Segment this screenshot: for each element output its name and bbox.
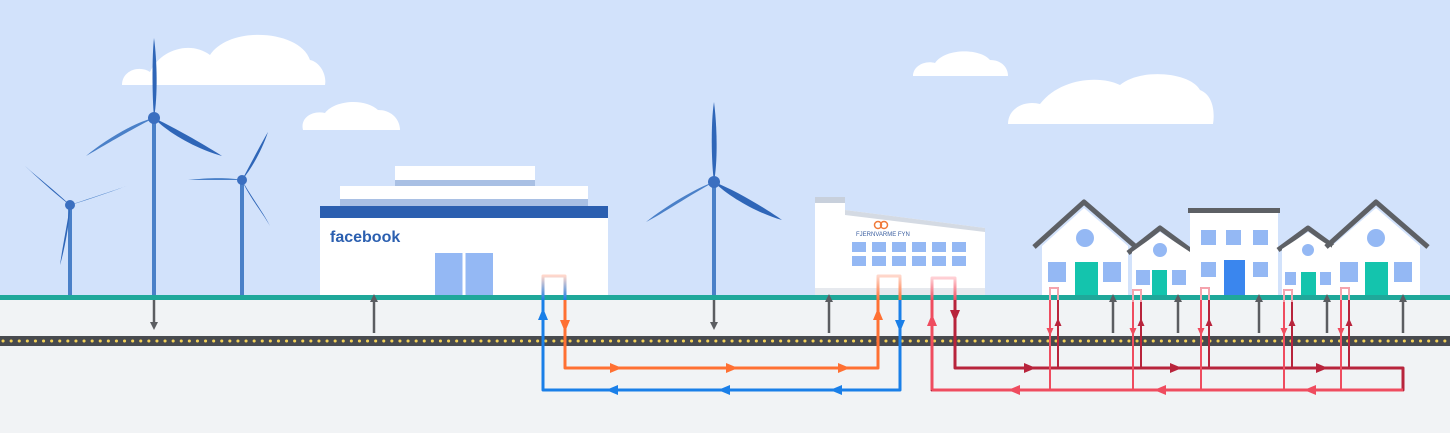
excess-heat-loop xyxy=(538,274,905,395)
house-branch-4 xyxy=(1280,289,1296,390)
facebook-datacenter: facebook xyxy=(320,166,608,297)
wind-turbine-2 xyxy=(86,38,222,297)
ground xyxy=(0,297,1450,433)
house-3 xyxy=(1188,208,1280,297)
house-5 xyxy=(1324,199,1430,297)
cloud-3 xyxy=(913,51,1008,76)
cloud-1 xyxy=(122,34,326,85)
power-cable xyxy=(0,336,1450,346)
houses xyxy=(1032,199,1430,297)
fjernvarme-logo-icon xyxy=(873,220,889,230)
plant-windows xyxy=(852,242,966,266)
ground-line xyxy=(0,295,1450,300)
house-4 xyxy=(1276,225,1340,297)
district-heating-loop xyxy=(927,276,1405,395)
wind-turbine-3 xyxy=(188,132,270,297)
fjernvarme-label: FJERNVARME FYN xyxy=(856,232,910,238)
wind-turbine-1 xyxy=(25,166,127,297)
facebook-logo: facebook xyxy=(330,229,400,246)
wind-turbine-4 xyxy=(646,102,782,297)
house-branch-1 xyxy=(1046,287,1062,390)
cloud-2 xyxy=(302,102,400,130)
power-arrows xyxy=(150,294,1407,333)
house-1 xyxy=(1032,199,1138,297)
house-branch-3 xyxy=(1197,287,1213,390)
house-branch-5 xyxy=(1337,287,1353,390)
cloud-4 xyxy=(1008,74,1214,124)
house-2 xyxy=(1126,225,1196,297)
house-branch-2 xyxy=(1129,289,1145,390)
